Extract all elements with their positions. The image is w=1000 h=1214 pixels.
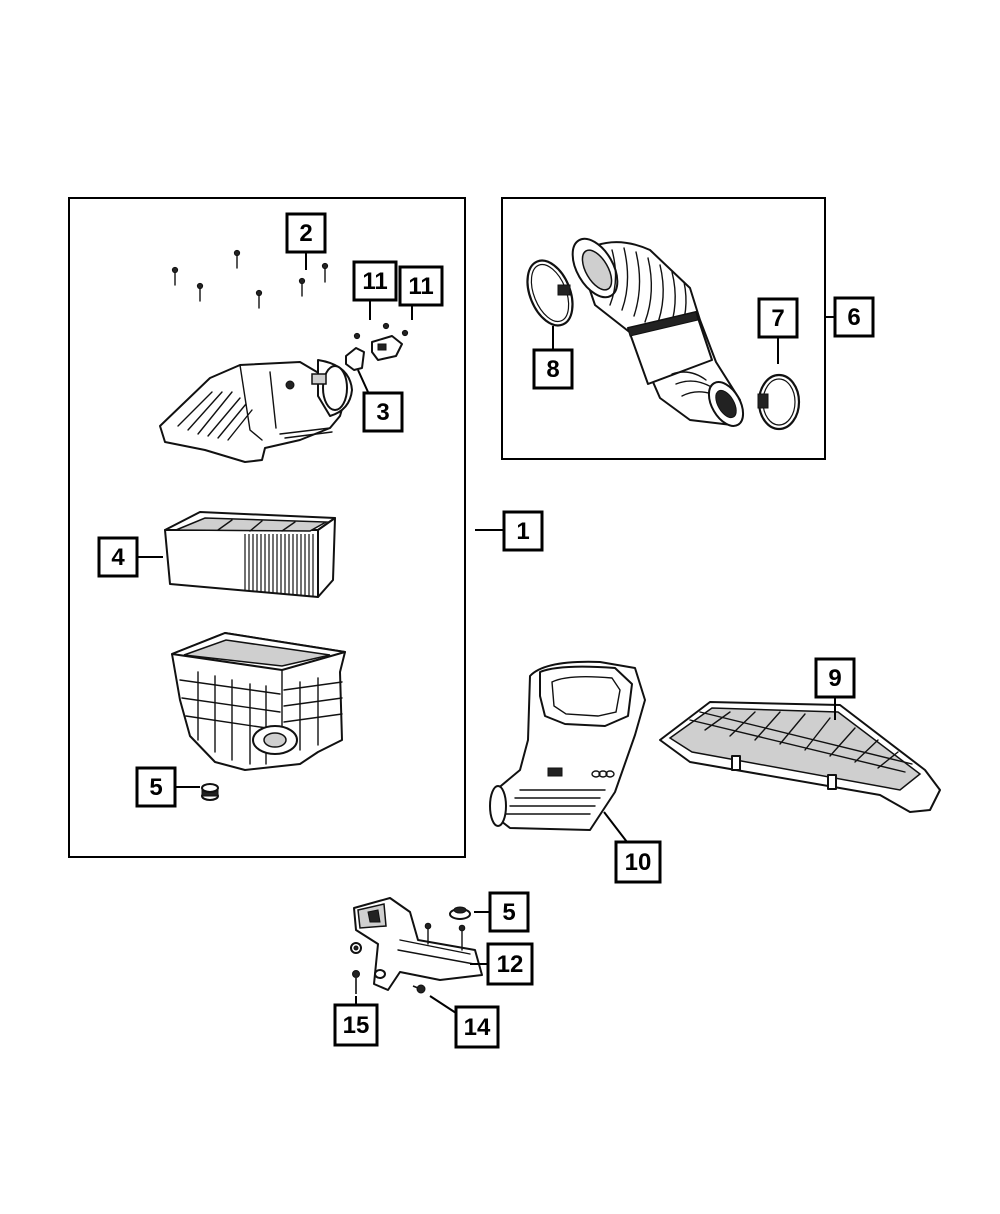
callout-4: 4: [97, 536, 139, 578]
air-filter-illustration: [164, 511, 336, 598]
callout-14: 14: [454, 1005, 500, 1049]
inlet-hose-illustration: [571, 237, 745, 427]
svg-text:5: 5: [149, 774, 162, 801]
callout-11-left: 11: [352, 260, 398, 302]
nut-illustration: [350, 942, 362, 954]
callout-1: 1: [502, 510, 544, 552]
callout-10: 10: [614, 840, 662, 884]
air-cleaner-cover-illustration: [159, 359, 353, 463]
svg-text:2: 2: [299, 220, 312, 247]
svg-text:6: 6: [847, 304, 860, 331]
svg-text:3: 3: [376, 399, 389, 426]
svg-text:10: 10: [625, 849, 652, 876]
callout-5-upper: 5: [135, 766, 177, 808]
callout-8: 8: [532, 348, 574, 390]
screws-illustration: [171, 249, 329, 309]
air-inlet-hose-frame: [501, 197, 826, 460]
callout-5-lower: 5: [488, 891, 530, 933]
bolt-14-illustration: [412, 984, 426, 994]
callout-3: 3: [362, 391, 404, 433]
bracket-illustration: [353, 897, 483, 991]
svg-text:15: 15: [343, 1012, 370, 1039]
svg-text:11: 11: [408, 273, 433, 300]
svg-text:8: 8: [546, 356, 559, 383]
svg-text:9: 9: [828, 665, 841, 692]
callout-11-right: 11: [398, 265, 444, 307]
svg-text:11: 11: [362, 268, 387, 295]
svg-text:1: 1: [516, 518, 529, 545]
svg-text:12: 12: [497, 951, 524, 978]
clamp-8-illustration: [526, 259, 574, 327]
air-cleaner-assembly-frame: [68, 197, 466, 858]
bolt-15-illustration: [352, 970, 360, 994]
air-cleaner-body-illustration: [171, 632, 346, 771]
callout-7: 7: [757, 297, 799, 339]
svg-text:4: 4: [111, 544, 125, 571]
callout-12: 12: [486, 942, 534, 986]
callout-6: 6: [833, 296, 875, 338]
callout-15: 15: [333, 1003, 379, 1047]
grommet-illustration: [201, 783, 219, 801]
svg-text:5: 5: [502, 899, 515, 926]
svg-text:7: 7: [771, 305, 784, 332]
callout-2: 2: [285, 212, 327, 254]
svg-text:14: 14: [464, 1014, 491, 1041]
callout-9: 9: [814, 657, 856, 699]
clamp-7-illustration: [757, 373, 801, 431]
grommet-illustration-2: [449, 906, 471, 920]
sensor-illustration: [345, 322, 409, 371]
air-intake-scoop-illustration: [659, 701, 941, 813]
air-inlet-duct-illustration: [489, 660, 646, 831]
